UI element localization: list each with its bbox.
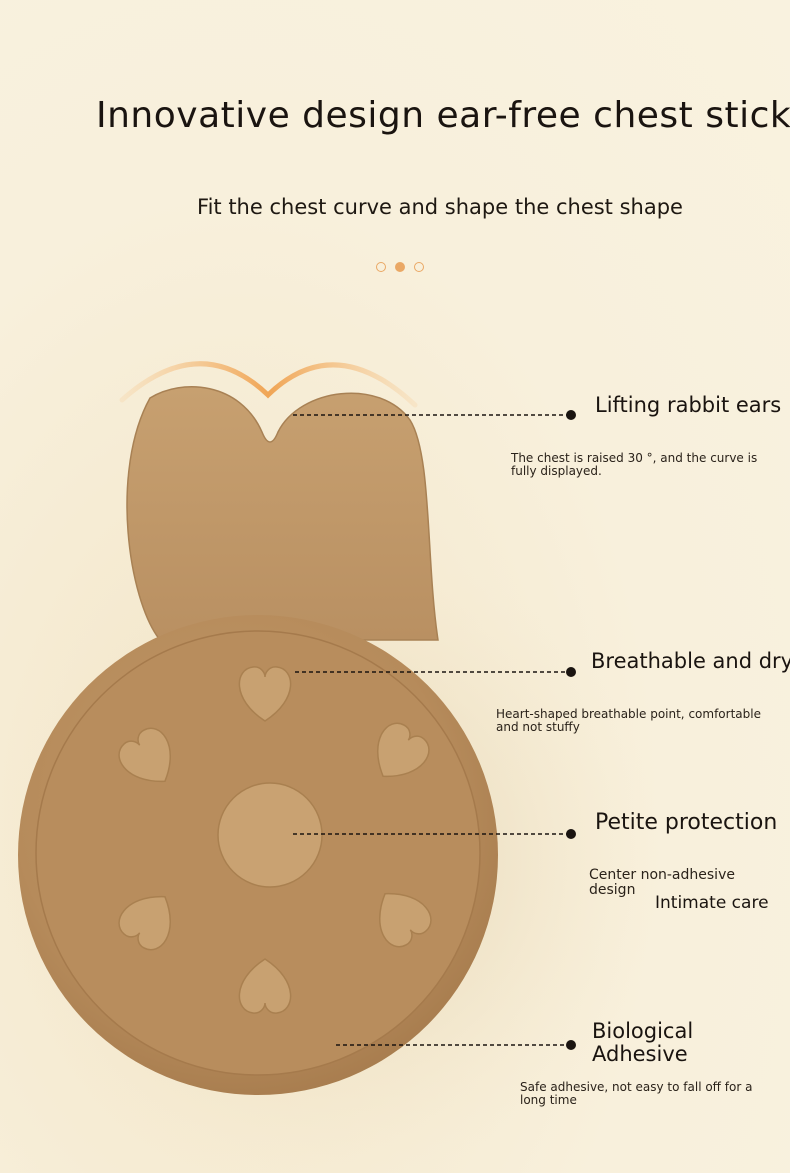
feature-desc-adhesive: Safe adhesive, not easy to fall off for …: [520, 1080, 753, 1107]
center-non-adhesive-circle: [217, 782, 323, 888]
bullet-dot-icon: [566, 1040, 576, 1050]
callout-lines: [293, 414, 568, 1046]
product-image: [0, 361, 660, 1173]
page-title: Innovative design ear-free chest sticker…: [96, 95, 790, 136]
page-subtitle: Fit the chest curve and shape the chest …: [197, 195, 683, 219]
callout-dots: [566, 410, 576, 1050]
feature-desc-petite: Center non-adhesive design: [589, 867, 735, 898]
feature-title-adhesive: Biological Adhesive: [592, 1019, 694, 1066]
lift-arc-icon: [119, 361, 418, 408]
carousel-dot-2-active[interactable]: [395, 262, 405, 272]
heart-icon: [377, 722, 430, 778]
heart-icon: [118, 895, 171, 951]
bullet-dot-icon: [566, 829, 576, 839]
feature-title-lifting: Lifting rabbit ears: [595, 393, 782, 417]
feature-title-petite: Petite protection: [595, 810, 778, 835]
feature-desc-breathable: Heart-shaped breathable point, comfortab…: [496, 707, 761, 734]
rabbit-ears-shape: [126, 386, 439, 641]
carousel-dot-1[interactable]: [376, 262, 386, 272]
heart-icon: [379, 892, 432, 948]
bullet-dot-icon: [566, 667, 576, 677]
feature-desc-lifting: The chest is raised 30 °, and the curve …: [511, 451, 758, 478]
feature-extra-intimate: Intimate care: [655, 893, 769, 913]
breathable-hearts: [118, 666, 432, 1014]
bullet-dot-icon: [566, 410, 576, 420]
carousel-dot-3[interactable]: [414, 262, 424, 272]
carousel-indicator[interactable]: [376, 262, 436, 274]
feature-title-breathable: Breathable and dry: [591, 649, 790, 673]
heart-icon: [118, 727, 171, 783]
heart-icon: [238, 666, 292, 722]
heart-icon: [238, 958, 292, 1014]
